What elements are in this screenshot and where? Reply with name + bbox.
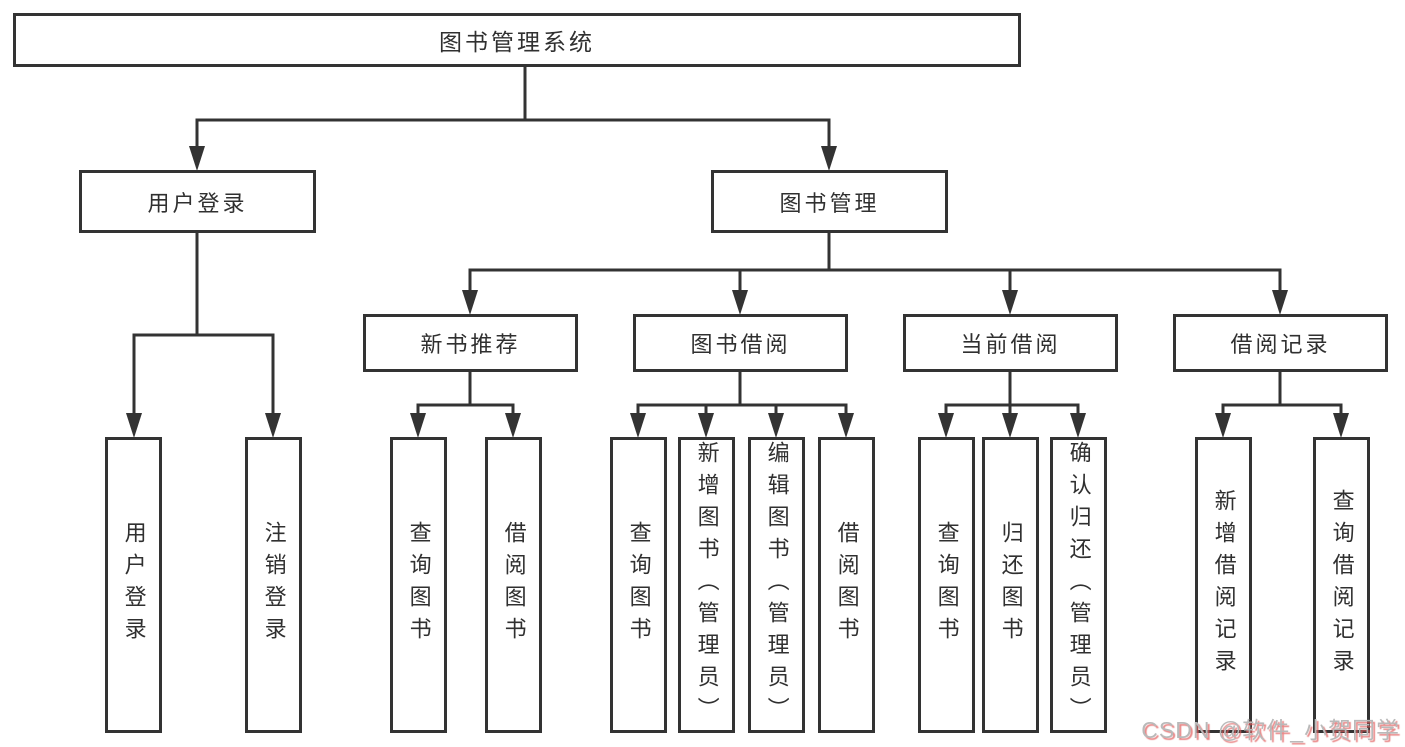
node-user-login: 用户登录 xyxy=(79,170,316,233)
node-query-books-current: 查询图书 xyxy=(918,437,975,733)
node-borrow-records: 借阅记录 xyxy=(1173,314,1388,372)
watermark: CSDN @软件_小贺同学 xyxy=(1141,717,1400,743)
node-logout: 注销登录 xyxy=(245,437,302,733)
node-label: 查询图书 xyxy=(934,521,960,649)
node-add-borrow-record: 新增借阅记录 xyxy=(1195,437,1252,733)
node-user-login-leaf: 用户登录 xyxy=(105,437,162,733)
node-label: 查询图书 xyxy=(406,521,432,649)
node-label: 借阅图书 xyxy=(834,521,860,649)
node-label: 查询图书 xyxy=(626,521,652,649)
node-label: 归还图书 xyxy=(998,521,1024,649)
node-label: 借阅图书 xyxy=(501,521,527,649)
node-label: 确认归还（管理员） xyxy=(1066,441,1092,729)
node-query-borrow-record: 查询借阅记录 xyxy=(1313,437,1370,733)
node-borrow-books-recommend: 借阅图书 xyxy=(485,437,542,733)
node-root: 图书管理系统 xyxy=(13,13,1021,67)
node-query-books-borrowing: 查询图书 xyxy=(610,437,667,733)
node-confirm-return-admin: 确认归还（管理员） xyxy=(1050,437,1107,733)
node-edit-books-admin: 编辑图书（管理员） xyxy=(748,437,805,733)
node-label: 新增借阅记录 xyxy=(1211,489,1237,681)
node-label: 新增图书（管理员） xyxy=(694,441,720,729)
node-query-books-recommend: 查询图书 xyxy=(390,437,447,733)
node-label: 编辑图书（管理员） xyxy=(764,441,790,729)
node-new-book-recommend: 新书推荐 xyxy=(363,314,578,372)
node-return-books: 归还图书 xyxy=(982,437,1039,733)
node-current-borrowing: 当前借阅 xyxy=(903,314,1118,372)
node-add-books-admin: 新增图书（管理员） xyxy=(678,437,735,733)
node-label: 注销登录 xyxy=(261,521,287,649)
node-label: 查询借阅记录 xyxy=(1329,489,1355,681)
node-borrow-books-leaf: 借阅图书 xyxy=(818,437,875,733)
node-label: 用户登录 xyxy=(121,521,147,649)
node-book-management: 图书管理 xyxy=(711,170,948,233)
node-book-borrowing: 图书借阅 xyxy=(633,314,848,372)
